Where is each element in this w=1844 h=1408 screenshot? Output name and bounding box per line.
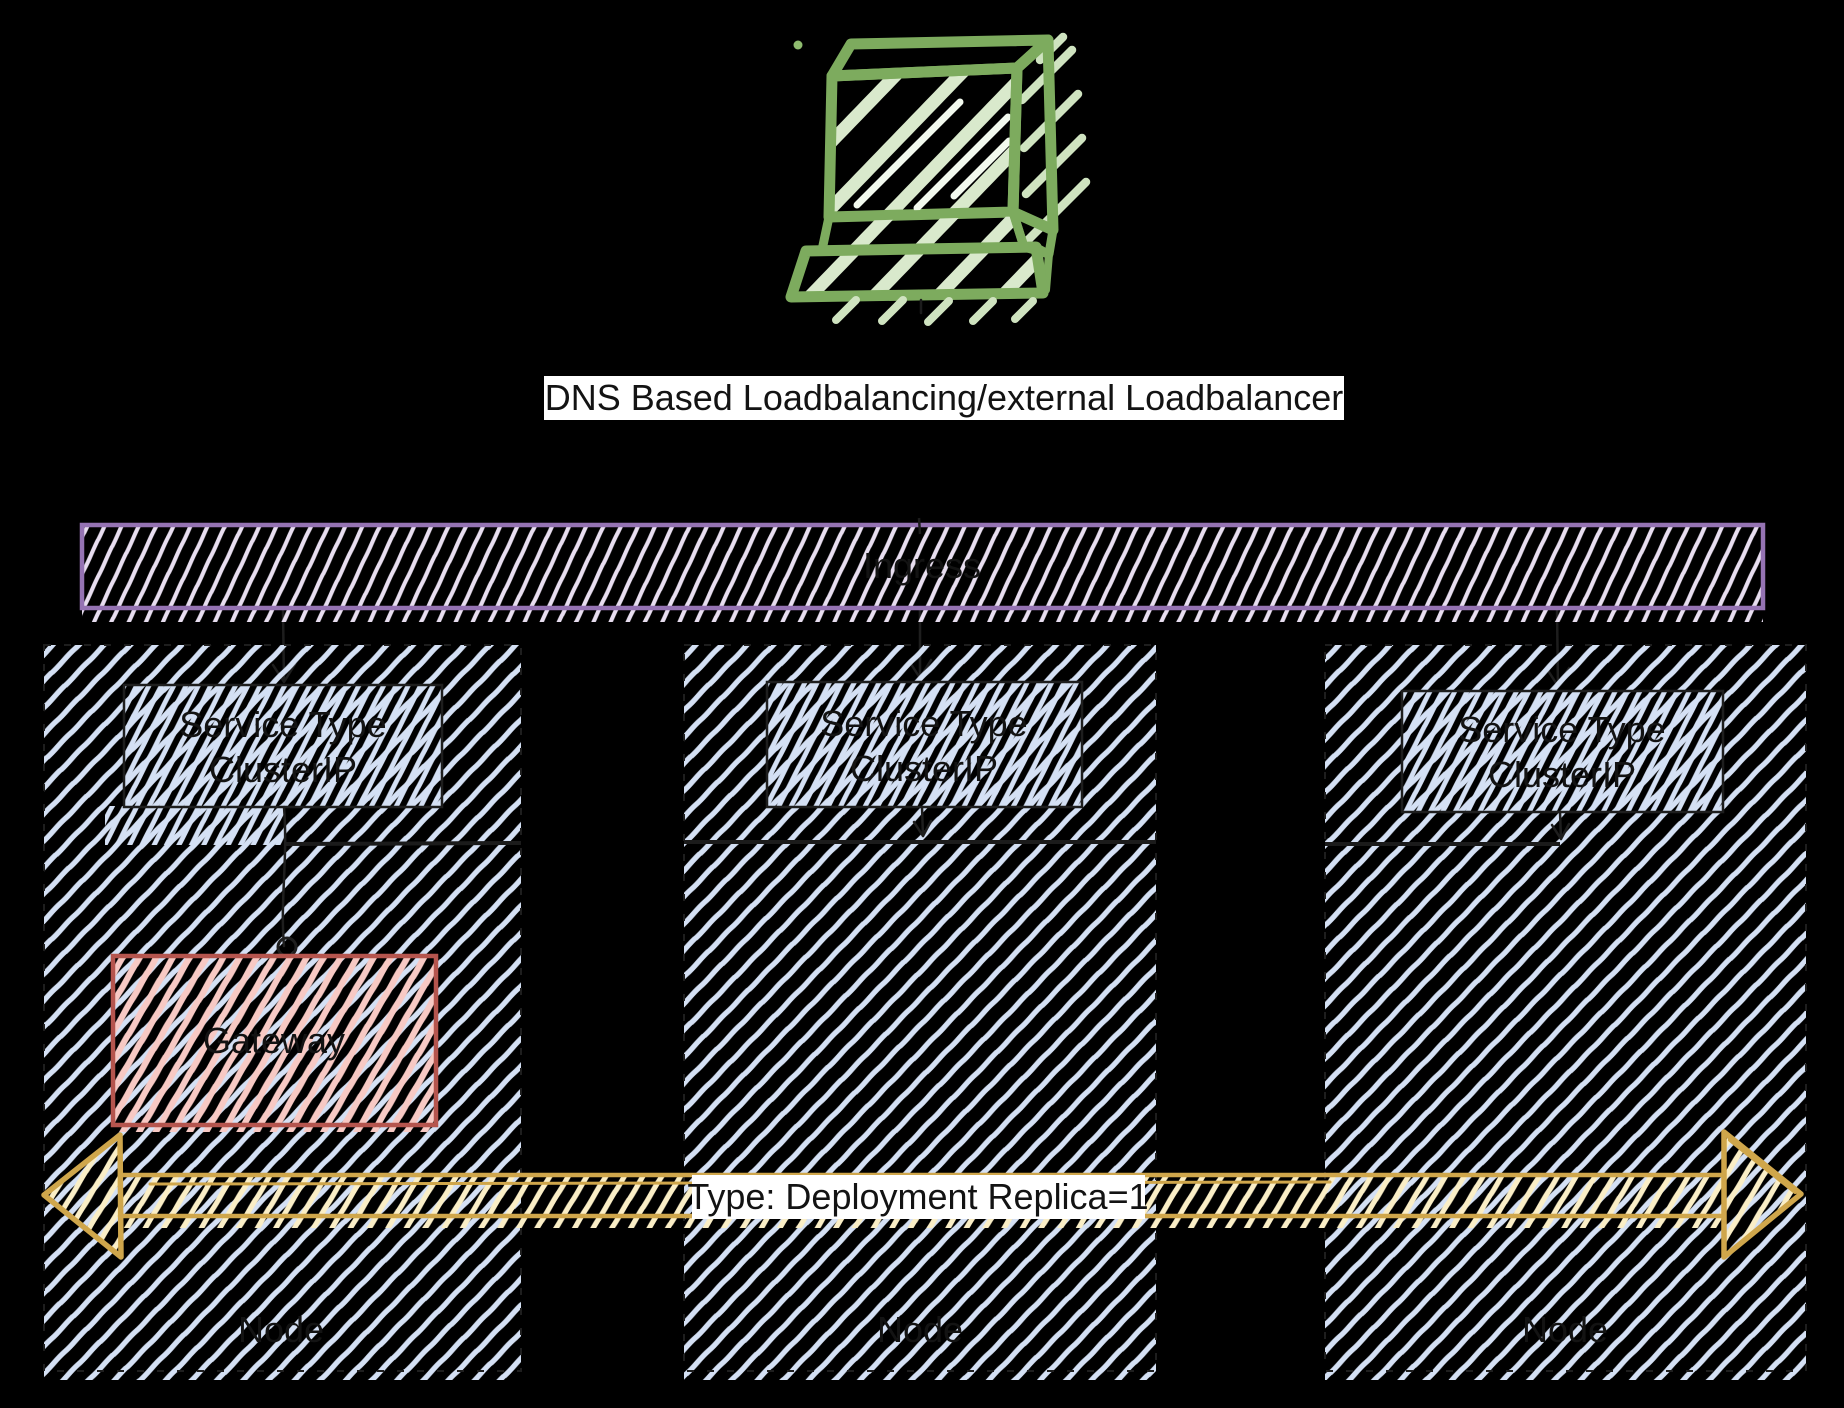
svg-text:Service Type: Service Type (1458, 709, 1665, 750)
svg-text:Node: Node (877, 1309, 963, 1350)
svg-text:ClusterIP: ClusterIP (1488, 754, 1636, 795)
svg-text:DNS Based Loadbalancing/extern: DNS Based Loadbalancing/external Loadbal… (545, 377, 1344, 418)
svg-text:ClusterIP: ClusterIP (850, 748, 998, 789)
svg-text:Node: Node (238, 1309, 324, 1350)
svg-text:Node: Node (1522, 1309, 1608, 1350)
svg-text:Service Type: Service Type (179, 704, 386, 745)
svg-text:Type: Deployment Replica=1: Type: Deployment Replica=1 (687, 1176, 1148, 1217)
svg-text:Service Type: Service Type (820, 703, 1027, 744)
svg-text:Gateway: Gateway (203, 1020, 345, 1061)
svg-text:ClusterIP: ClusterIP (209, 749, 357, 790)
svg-text:Ingress: Ingress (863, 545, 981, 586)
